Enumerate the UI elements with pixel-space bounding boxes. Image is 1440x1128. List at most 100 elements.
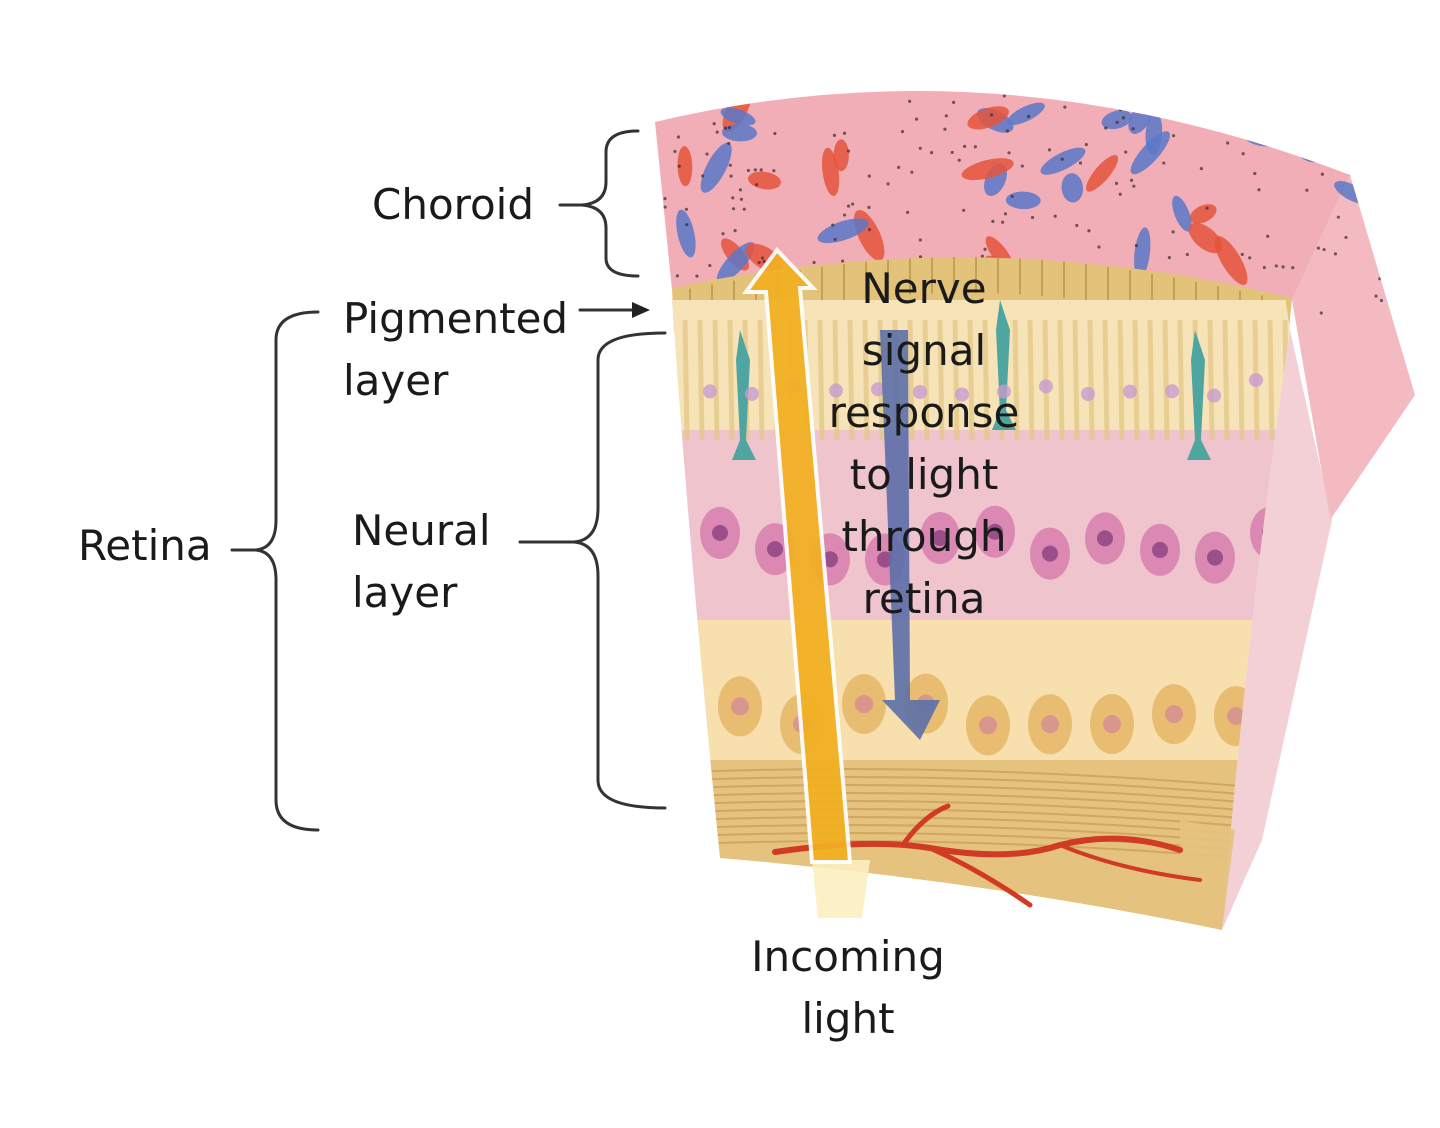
choroid-speckle	[1162, 161, 1166, 165]
choroid-speckle	[1121, 116, 1126, 120]
choroid-speckle	[762, 259, 766, 264]
receptor-nucleus	[1039, 379, 1053, 394]
red-blood-cell	[967, 106, 1009, 130]
retina-bracket	[254, 310, 320, 832]
choroid-speckle	[950, 150, 954, 155]
choroid-speckle	[1171, 230, 1175, 234]
choroid-speckle	[1205, 206, 1209, 210]
blue-cell	[716, 242, 755, 283]
choroid-speckle	[773, 131, 777, 136]
choroid-speckle	[867, 205, 871, 209]
choroid-speckle	[1322, 247, 1326, 252]
choroid-speckle	[930, 151, 934, 155]
photoreceptor-rod	[967, 319, 975, 441]
photoreceptor-rod	[952, 319, 960, 441]
receptor-nucleus	[829, 383, 843, 398]
choroid-speckle	[983, 247, 987, 251]
choroid-speckle	[684, 207, 689, 211]
choroid-speckle	[897, 165, 901, 169]
choroid-speckle	[666, 318, 670, 322]
photoreceptor-rod	[757, 319, 765, 441]
choroid-speckle	[1320, 172, 1324, 176]
choroid-speckle	[1333, 252, 1338, 256]
choroid-speckle	[1274, 264, 1278, 268]
photoreceptor-rod	[1012, 319, 1020, 441]
photoreceptor-rod	[877, 319, 885, 441]
choroid-speckle	[1248, 256, 1252, 260]
red-blood-cell	[1189, 204, 1217, 224]
blue-cell	[1101, 110, 1132, 130]
choroid-speckle	[676, 135, 681, 139]
blue-cell	[817, 218, 869, 244]
choroid-speckle	[1147, 95, 1151, 99]
choroid-speckle	[1030, 215, 1035, 220]
choroid-speckle	[1115, 120, 1119, 125]
choroid-speckle	[991, 219, 995, 223]
choroid-speckle	[918, 146, 922, 150]
choroid-speckle	[1084, 142, 1088, 147]
photoreceptor-rod	[1087, 319, 1095, 441]
photoreceptor-rod	[697, 319, 705, 441]
choroid-speckle	[742, 207, 746, 211]
choroid-speckle	[1336, 215, 1340, 219]
choroid-speckle	[1047, 148, 1052, 152]
cell-nucleus	[987, 523, 1003, 540]
choroid-speckle	[1005, 129, 1010, 133]
choroid-speckle	[1002, 94, 1006, 98]
neural-bracket	[572, 331, 667, 810]
photoreceptor-rod	[817, 319, 825, 441]
choroid-speckle	[728, 163, 732, 167]
choroid-speckle	[1223, 108, 1227, 112]
choroid-speckle	[1305, 188, 1309, 192]
choroid-speckle	[867, 228, 872, 232]
choroid-speckle	[753, 168, 757, 172]
photoreceptor-rod	[862, 319, 870, 441]
choroid-speckle	[841, 259, 845, 263]
choroid-speckle	[708, 263, 712, 268]
light-beam-arrow	[742, 246, 853, 864]
cell-nucleus	[1227, 707, 1245, 726]
receptor-nucleus	[913, 385, 927, 400]
nerve-fiber	[689, 816, 1241, 835]
choroid-speckle	[1344, 235, 1348, 240]
choroid-speckle	[760, 256, 765, 260]
nerve-fiber	[689, 800, 1241, 819]
receptor-nucleus	[997, 384, 1011, 399]
choroid-speckle	[675, 274, 679, 278]
receptor-nucleus	[1081, 386, 1095, 401]
choroid-speckle	[1087, 229, 1091, 233]
choroid-speckle	[832, 133, 837, 137]
photoreceptor-rod	[1102, 319, 1110, 441]
choroid-speckle	[943, 127, 947, 131]
choroid-speckle	[757, 260, 761, 265]
choroid-speckle	[918, 255, 923, 259]
choroid-speckle	[1285, 115, 1289, 119]
photoreceptor-rod	[1132, 319, 1140, 441]
photoreceptor-rod	[907, 319, 915, 441]
cone-photoreceptor	[1187, 330, 1211, 460]
photoreceptor-rod	[727, 319, 735, 441]
choroid-speckle	[851, 202, 855, 206]
incoming-light-label: Incoming light	[751, 932, 945, 1043]
red-blood-cell	[961, 158, 1014, 181]
photoreceptor-rod	[982, 319, 990, 441]
cone-photoreceptor	[732, 330, 756, 460]
cell-nucleus	[877, 551, 893, 568]
choroid-speckle	[963, 144, 967, 148]
red-blood-cell	[1086, 154, 1119, 192]
red-blood-cell	[677, 145, 693, 187]
choroid-speckle	[1104, 126, 1108, 130]
choroid-speckle	[1124, 150, 1128, 154]
choroid-speckle	[705, 152, 709, 156]
choroid-speckle	[1001, 220, 1005, 224]
choroid-speckle	[812, 260, 816, 265]
photoreceptor-rod	[1222, 319, 1230, 441]
choroid-tissue	[655, 91, 1350, 300]
cell-nucleus	[855, 695, 873, 714]
choroid-speckle	[1366, 93, 1370, 98]
choroid-speckle	[918, 238, 922, 242]
nerve-fiber	[689, 784, 1241, 803]
choroid-speckle	[1396, 119, 1401, 123]
photoreceptor-rod	[1207, 319, 1215, 441]
